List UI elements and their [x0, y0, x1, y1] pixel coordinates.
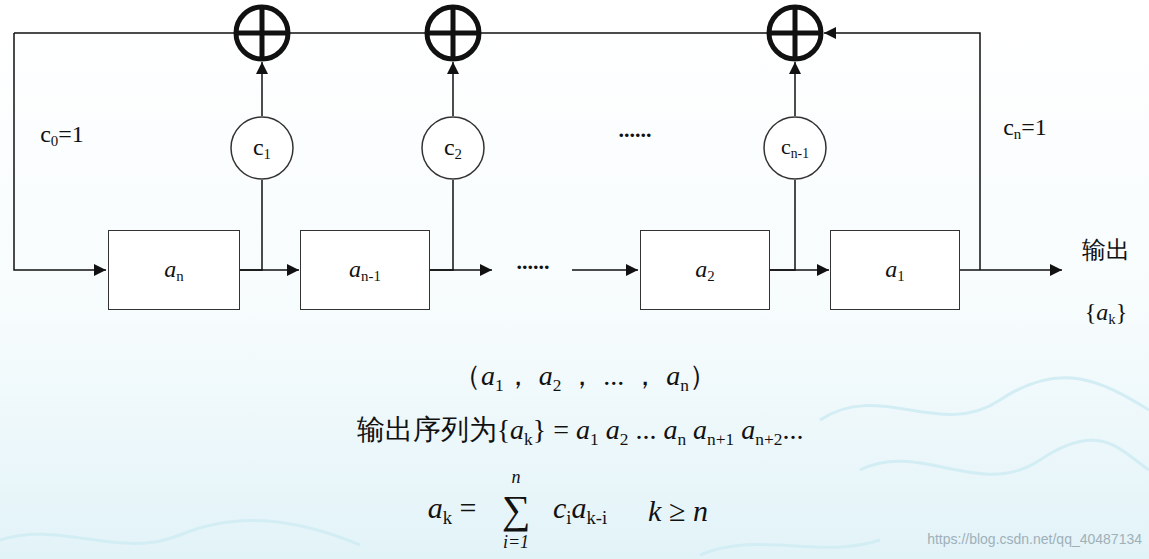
sum-lower-limit: i=1 [503, 533, 529, 553]
recurrence-lhs: ak = [428, 491, 477, 528]
recurrence-term: ciak-i [553, 491, 607, 528]
register-box: a1 [830, 230, 960, 310]
xor-symbol [769, 7, 821, 59]
coefficient-circle: cn-1 [763, 116, 827, 180]
coefficient-note: c0=1 [40, 121, 84, 150]
shift-wire [572, 269, 638, 271]
wave [0, 521, 360, 545]
feedback-input-wire [14, 33, 106, 270]
wave [820, 378, 1149, 420]
register-label: a2 [695, 256, 714, 285]
coefficient-note: cn=1 [1003, 114, 1047, 143]
xor-symbol [427, 7, 479, 59]
wave [860, 440, 1149, 474]
register-box: an-1 [300, 230, 430, 310]
output-label: 输出 [1082, 237, 1130, 263]
register-box: an [108, 230, 240, 310]
register-label: an [164, 256, 183, 285]
coefficient-circle: c2 [421, 116, 485, 180]
coefficient-label: cn-1 [781, 135, 809, 161]
ellipsis: ...... [619, 118, 652, 142]
tap-line [770, 180, 795, 270]
circle-shape [422, 117, 484, 179]
coefficient-circle: c1 [230, 116, 294, 180]
tap-arrow [261, 62, 263, 116]
coefficient-label: c1 [253, 134, 271, 163]
coefficient-label: c2 [444, 134, 462, 163]
watermark: https://blog.csdn.net/qq_40487134 [927, 532, 1142, 547]
initial-state: （a1， a2 ， ... ， an） [453, 361, 717, 394]
output-sequence: {ak} [1085, 299, 1128, 328]
sum-symbol: ∑ [502, 488, 531, 532]
sum-upper-limit: n [512, 468, 521, 488]
background-waves [0, 378, 1149, 555]
sequence-formula: 输出序列为{ak} = a1 a2 ... an an+1 an+2... [357, 415, 804, 448]
tap-line [240, 180, 262, 270]
xor-symbol [236, 7, 288, 59]
register-label: a1 [885, 256, 904, 285]
wave [700, 540, 880, 555]
circle-shape [231, 117, 293, 179]
tap-arrow [452, 62, 454, 116]
tap-line [430, 180, 453, 270]
output-wire [960, 269, 1062, 271]
register-label: an-1 [349, 256, 381, 285]
register-box: a2 [640, 230, 770, 310]
circle-shape [764, 117, 826, 179]
recurrence-condition: k ≥ n [648, 494, 708, 527]
feedback-bus [14, 32, 795, 34]
tap-arrow [794, 62, 796, 116]
ellipsis: ...... [517, 250, 550, 274]
